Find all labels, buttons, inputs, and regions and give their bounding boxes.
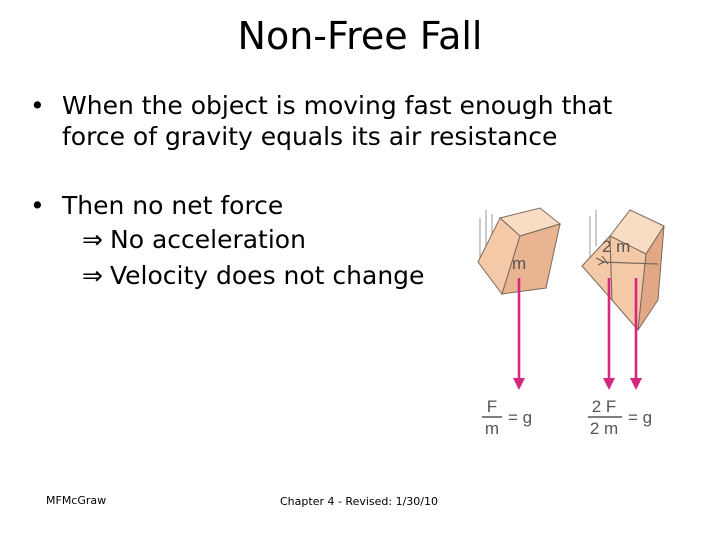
footer-chapter: Chapter 4 - Revised: 1/30/10 [280, 495, 439, 508]
double-mass-label: 2 m [602, 237, 630, 256]
weight-arrows [513, 278, 642, 390]
equation-double: 2 F 2 m = g [588, 397, 652, 438]
slide-title: Non-Free Fall [237, 14, 483, 58]
sub-point-text: No acceleration [110, 225, 306, 254]
eq1-denominator: m [485, 419, 499, 438]
sub-point-no-acceleration: ⇒No acceleration [82, 225, 306, 254]
single-mass-label: m [512, 254, 526, 273]
falling-blocks-figure: m 2 m F m = g 2 F 2 m = g [477, 207, 665, 438]
bullet-marker: • [30, 91, 45, 120]
eq1-numerator: F [487, 397, 497, 416]
eq2-numerator: 2 F [592, 397, 617, 416]
implies-arrow-icon: ⇒ [82, 261, 103, 290]
double-block [581, 209, 665, 332]
bullet-marker: • [30, 191, 45, 220]
sub-point-text: Velocity does not change [110, 261, 425, 290]
footer-author: MFMcGraw [46, 494, 107, 507]
bullet-text-line-1: When the object is moving fast enough th… [62, 91, 613, 120]
bullet-text-line-1: Then no net force [62, 191, 284, 220]
equation-single: F m = g [482, 397, 532, 438]
eq1-rhs: = g [508, 408, 532, 427]
eq2-denominator: 2 m [590, 419, 618, 438]
implies-arrow-icon: ⇒ [82, 225, 103, 254]
single-block [477, 207, 562, 296]
sub-point-velocity-constant: ⇒Velocity does not change [82, 261, 424, 290]
bullet-text-line-2: force of gravity equals its air resistan… [62, 122, 558, 151]
eq2-rhs: = g [628, 408, 652, 427]
